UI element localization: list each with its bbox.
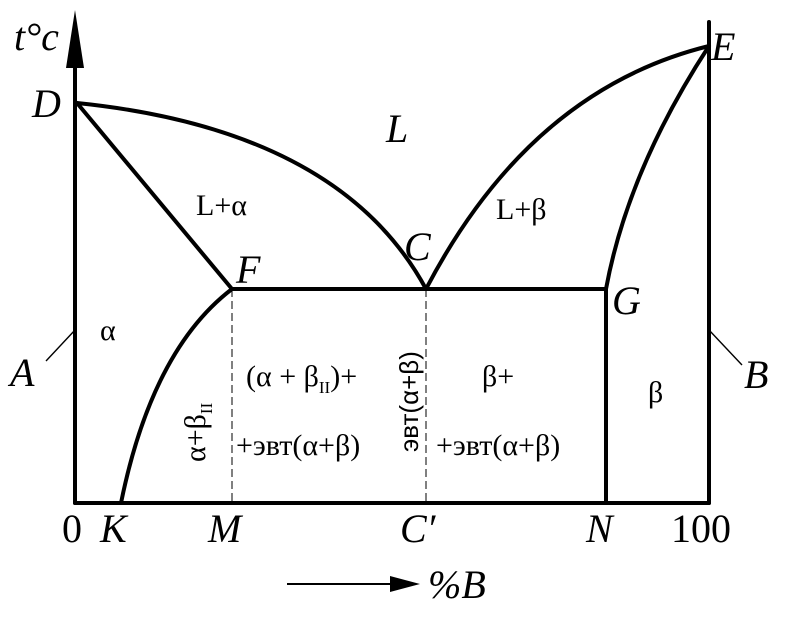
point-b-label: B: [744, 352, 768, 397]
region-eutectic-label: эвт(α+β): [394, 351, 424, 452]
point-m-label: M: [207, 506, 244, 551]
leader-line-b: [708, 329, 743, 366]
solvus-f-k: [119, 287, 234, 505]
x-direction-arrowhead: [390, 576, 420, 592]
liquidus-c-e: [424, 44, 711, 291]
x-start-label: 0: [62, 506, 82, 551]
region-alpha-beta-ii-group: α+βII: [179, 402, 216, 462]
region-beta-label: β: [648, 376, 663, 409]
point-d-label: D: [31, 81, 61, 126]
x-end-label: 100: [671, 506, 731, 551]
leader-line-a: [45, 329, 76, 362]
region-hypo-line2-label: +эвт(α+β): [236, 429, 360, 462]
region-l-beta-label: L+β: [496, 193, 547, 226]
y-axis-label: t°c: [14, 14, 59, 59]
region-hypo-line1-label: (α + βII)+: [246, 360, 357, 397]
point-a-label: A: [7, 350, 35, 395]
y-axis-arrowhead: [66, 10, 84, 68]
region-alpha-label: α: [100, 314, 116, 347]
liquidus-d-c: [75, 101, 428, 291]
point-k-label: K: [99, 506, 129, 551]
region-hyper-line1-label: β+: [482, 360, 514, 393]
solidus-d-f: [75, 101, 234, 291]
point-g-label: G: [612, 278, 641, 323]
region-alpha-beta-ii-label: α+βII: [179, 402, 216, 462]
point-e-label: E: [710, 24, 735, 69]
region-l-alpha-label: L+α: [196, 189, 247, 222]
point-f-label: F: [235, 247, 261, 292]
x-axis-label: %B: [428, 562, 486, 607]
point-c-prime-label: C′: [400, 506, 437, 551]
region-hyper-line2-label: +эвт(α+β): [436, 429, 560, 462]
region-liquid-label: L: [385, 106, 408, 151]
point-n-label: N: [585, 506, 615, 551]
point-c-label: C: [404, 224, 432, 269]
region-eutectic-group: эвт(α+β): [394, 351, 424, 452]
solidus-e-g: [604, 44, 711, 291]
